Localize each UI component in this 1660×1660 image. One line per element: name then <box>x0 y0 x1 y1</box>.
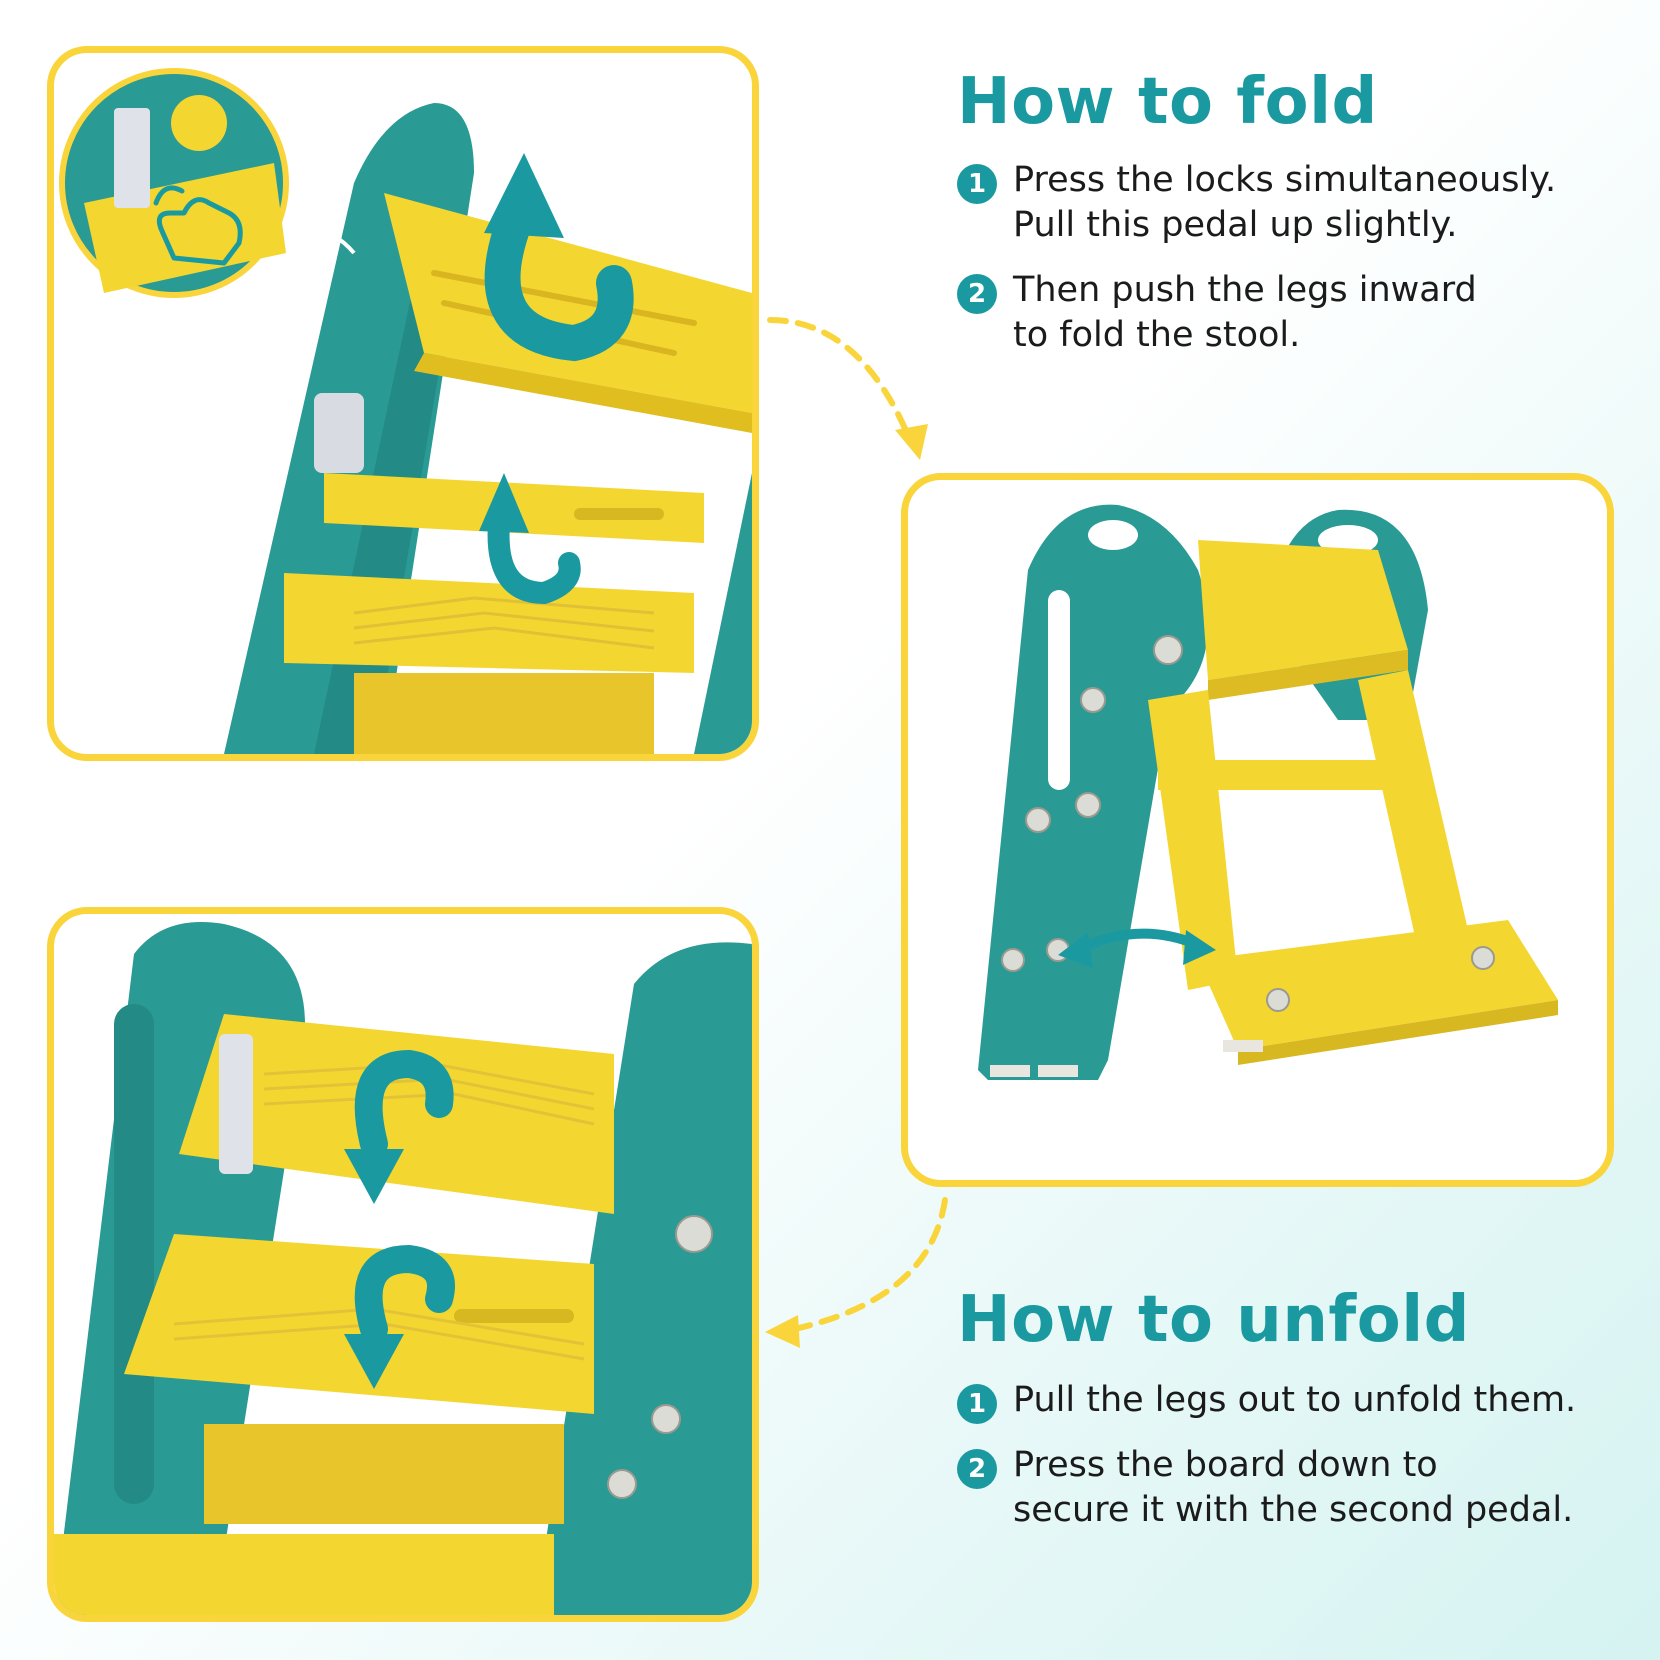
fold-step-1: 1 Press the locks simultaneously. Pull t… <box>957 158 1647 248</box>
fold-steps-list: 1 Press the locks simultaneously. Pull t… <box>957 158 1647 378</box>
fold-detail-illustration <box>59 68 752 754</box>
fold-detail-image <box>47 46 759 761</box>
rotate-arrow-icon <box>484 205 634 362</box>
unfold-step-2: 2 Press the board down to secure it with… <box>957 1443 1647 1533</box>
step-number-badge: 2 <box>957 274 997 314</box>
step-text: Then push the legs inward to fold the st… <box>1013 270 1477 355</box>
screw-icon <box>1001 635 1495 1012</box>
unfold-detail-illustration <box>54 922 752 1615</box>
tap-hand-icon <box>153 185 243 266</box>
unfold-step-1: 1 Pull the legs out to unfold them. <box>957 1378 1647 1424</box>
step-number-badge: 1 <box>957 164 997 204</box>
unfold-steps-list: 1 Pull the legs out to unfold them. 2 Pr… <box>957 1378 1647 1553</box>
fold-title: How to fold <box>957 65 1378 139</box>
unfold-title: How to unfold <box>957 1283 1470 1357</box>
step-text: Press the locks simultaneously. Pull thi… <box>1013 160 1557 245</box>
dashed-curved-arrow-icon <box>767 317 928 460</box>
step-text: Pull the legs out to unfold them. <box>1013 1380 1577 1420</box>
double-arrow-icon <box>1058 928 1216 968</box>
fold-step-2: 2 Then push the legs inward to fold the … <box>957 268 1647 358</box>
folded-stool-illustration <box>978 504 1558 1081</box>
unfold-detail-image <box>47 907 759 1622</box>
rotate-arrow-icon <box>344 1049 455 1389</box>
step-text: Press the board down to secure it with t… <box>1013 1445 1574 1530</box>
step-number-badge: 1 <box>957 1384 997 1424</box>
dashed-curved-arrow-icon <box>765 1197 948 1348</box>
folded-stool-image <box>901 473 1614 1187</box>
step-number-badge: 2 <box>957 1449 997 1489</box>
